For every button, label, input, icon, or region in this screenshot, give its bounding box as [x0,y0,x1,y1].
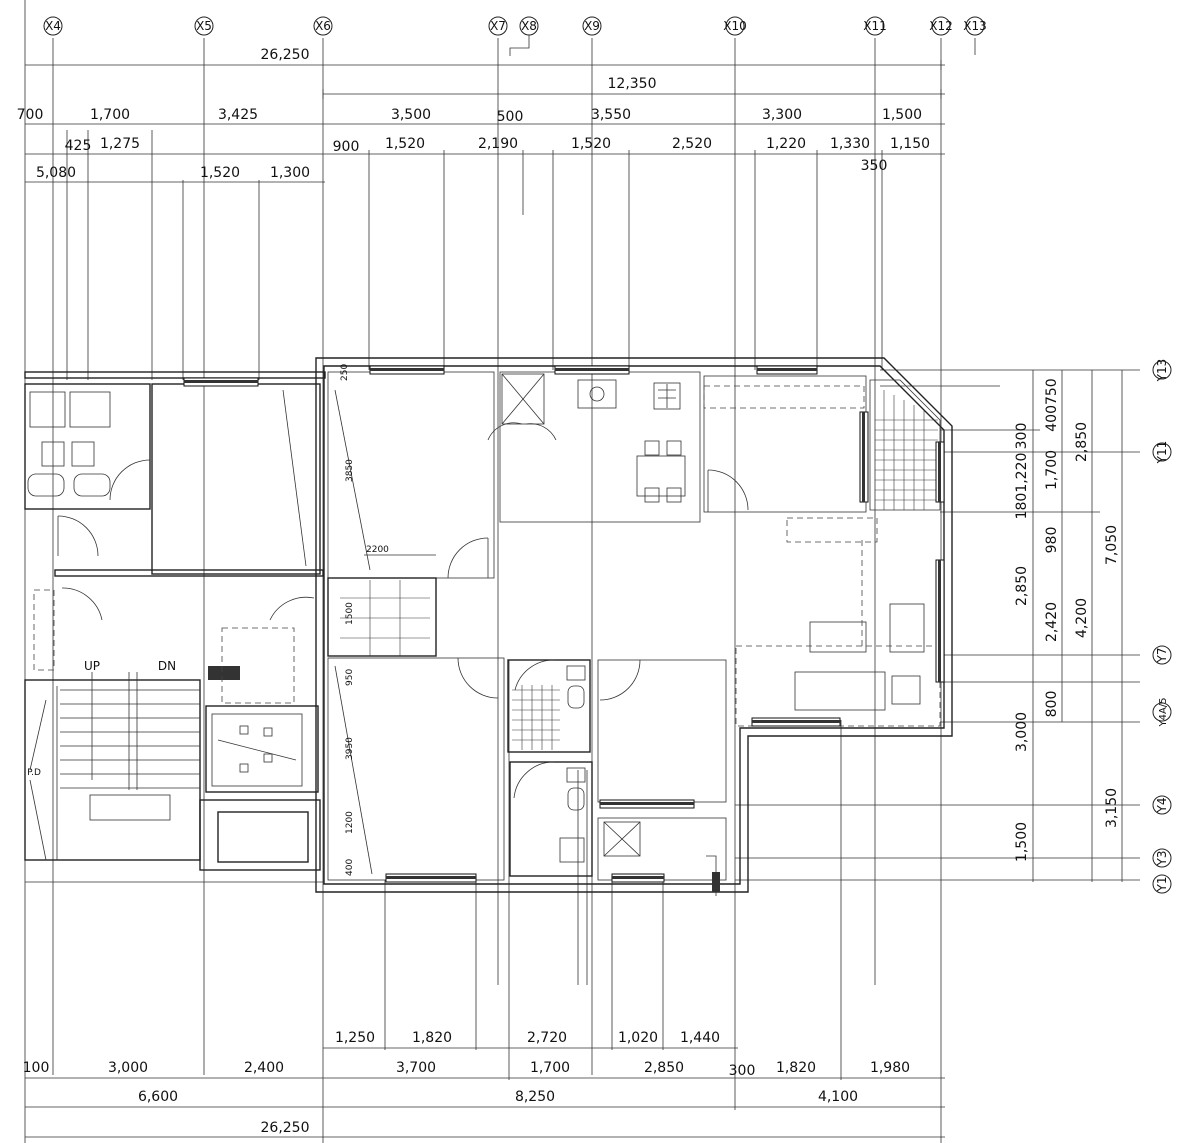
dim-top-r5: 5,080 [36,165,76,181]
dim-bottom-total: 26,250 [261,1120,310,1136]
dim-top-r3: 3,500 [391,107,431,123]
main-unit: 250 3850 2200 1500 [315,357,953,896]
grid-label-x11: X11 [863,19,887,33]
grid-label-y11: Y11 [1155,441,1169,465]
dim-bottom-r1: 1,820 [412,1030,452,1046]
dim-top-r4: 1,220 [766,136,806,152]
grid-label-y3: Y3 [1155,851,1169,867]
dim-top-total: 26,250 [261,47,310,63]
balcony-tile [869,379,941,511]
grid-label-x5: X5 [196,19,212,33]
dim-top-r3: 3,300 [762,107,802,123]
grid-label-x8: X8 [521,19,537,33]
dim-right-c3: 4,200 [1074,598,1090,638]
bottom-dimensions: 1,250 1,820 2,720 1,020 1,440 100 3,000 … [23,1030,945,1138]
dim-top-r4: 900 [333,139,360,155]
grid-label-x12: X12 [929,19,953,33]
grid-label-x4: X4 [45,19,61,33]
stair: UP DN P.D [24,659,201,861]
grid-label-y4: Y4 [1155,798,1169,814]
bathroom-1 [507,659,591,753]
dim-top-r5: 350 [861,158,888,174]
dim-right-c2: 980 [1044,527,1060,554]
dim-top-r4: 1,150 [890,136,930,152]
dim-right-c2: 800 [1044,691,1060,718]
elevator [205,705,319,793]
left-unit: UP DN P.D [24,371,326,883]
right-dimensions: 300 1801,220 2,850 3,000 1,500 400750 1,… [1014,370,1123,882]
dim-top-r4: 2,520 [672,136,712,152]
top-grid-bubbles: X4 X5 X6 X7 X8 X9 X10 X11 X12 X13 [43,16,987,56]
right-grid-bubbles: Y13 Y11 Y7 Y4A/5 Y4 Y3 Y1 [1152,359,1172,894]
dim-bottom-r2: 100 [23,1060,50,1076]
dim-right-c2: 2,420 [1044,602,1060,642]
dim-bottom-r3: 4,100 [818,1089,858,1105]
dim-bottom-r1: 2,720 [527,1030,567,1046]
top-dimensions: 26,250 12,350 700 1,700 3,425 3,500 500 … [17,47,945,183]
grid-lines [24,0,1140,1143]
dim-bottom-r1: 1,020 [618,1030,658,1046]
grid-label-y1: Y1 [1155,877,1169,893]
dim-bottom-r2: 2,850 [644,1060,684,1076]
grid-label-x9: X9 [584,19,600,33]
bathroom-2 [509,761,593,877]
dim-bottom-r2: 1,700 [530,1060,570,1076]
grid-label-y13: Y13 [1155,359,1169,383]
grid-label-x6: X6 [315,19,331,33]
grid-label-x10: X10 [723,19,747,33]
dim-right-c1: 300 [1014,423,1030,450]
dim-250: 250 [340,364,350,381]
stair-up-label: UP [84,659,100,673]
dim-bottom-r2: 300 [729,1063,756,1079]
dim-right-c1: 1,500 [1014,822,1030,862]
dim-bottom-r1: 1,250 [335,1030,375,1046]
dim-top-r3: 1,500 [882,107,922,123]
dim-right-c3: 2,850 [1074,422,1090,462]
dim-3850: 3850 [345,459,355,482]
dim-right-c1: 3,000 [1014,712,1030,752]
pd-label: P.D [27,768,41,778]
dim-top-r4: 1,275 [100,136,140,152]
dim-top-r5: 1,520 [200,165,240,181]
dim-bottom-r2: 1,980 [870,1060,910,1076]
dim-top-r3: 500 [497,109,524,125]
dim-bottom-r2: 3,000 [108,1060,148,1076]
grid-label-y4a5: Y4A/5 [1158,697,1169,727]
stair-dn-label: DN [158,659,176,673]
dim-top-r4: 425 [65,138,92,154]
dim-top-r4: 2,190 [478,136,518,152]
grid-label-y7: Y7 [1155,648,1169,664]
dim-400: 400 [345,859,355,876]
dim-right-c2: 1,700 [1044,450,1060,490]
dim-3950: 3950 [345,737,355,760]
dim-top-r3: 3,425 [218,107,258,123]
dim-right-c3: 3,150 [1104,788,1120,828]
dim-top-r5: 1,300 [270,165,310,181]
dim-top-r3: 700 [17,107,44,123]
dim-top-r4: 1,330 [830,136,870,152]
dim-right-c1: 2,850 [1014,566,1030,606]
dim-top-r4: 1,520 [385,136,425,152]
dim-bottom-r2: 3,700 [396,1060,436,1076]
dim-top-r4: 1,520 [571,136,611,152]
dim-2200: 2200 [366,545,389,555]
grid-label-x13: X13 [963,19,987,33]
dim-right-c2: 400750 [1044,378,1060,431]
dim-bottom-r1: 1,440 [680,1030,720,1046]
dim-top-r3: 1,700 [90,107,130,123]
dim-bottom-r2: 1,820 [776,1060,816,1076]
dim-right-c4: 7,050 [1104,525,1120,565]
dim-top-12350: 12,350 [608,76,657,92]
dim-bottom-r3: 8,250 [515,1089,555,1105]
dim-950: 950 [345,669,355,686]
dim-1500: 1500 [345,602,355,625]
dim-1200: 1200 [345,811,355,834]
dim-bottom-r3: 6,600 [138,1089,178,1105]
dim-top-r3: 3,550 [591,107,631,123]
dim-right-c1: 1801,220 [1014,453,1030,520]
dim-bottom-r2: 2,400 [244,1060,284,1076]
grid-label-x7: X7 [490,19,506,33]
windows [183,365,945,883]
